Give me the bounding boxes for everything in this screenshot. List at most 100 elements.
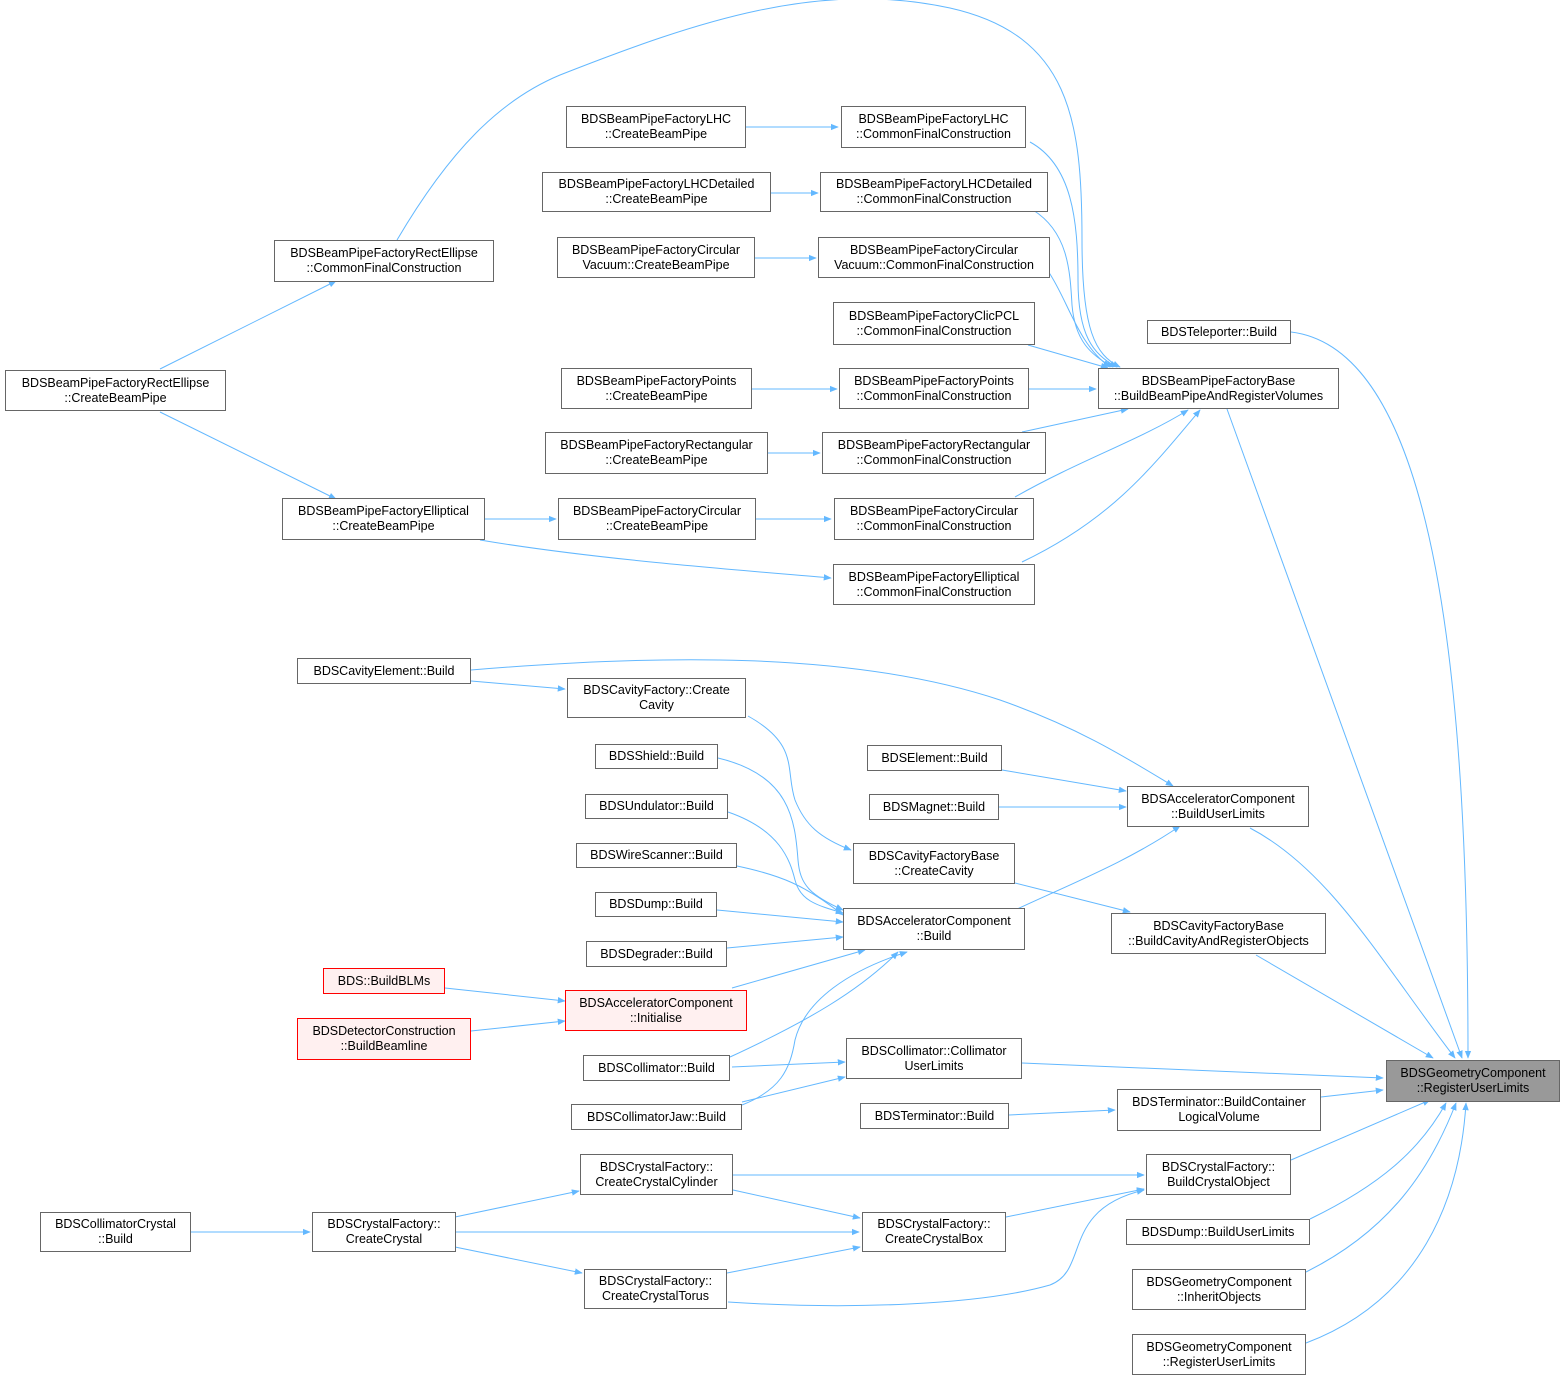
node-rectell-create[interactable]: BDSBeamPipeFactoryRectEllipse::CreateBea… [5,370,226,411]
node-label: ::CreateBeamPipe [604,127,708,141]
node-rect-create[interactable]: BDSBeamPipeFactoryRectangular::CreateBea… [545,432,768,474]
node-magnet[interactable]: BDSMagnet::Build [869,794,999,820]
node-rect-common[interactable]: BDSBeamPipeFactoryRectangular::CommonFin… [822,432,1046,474]
node-cf-crystal[interactable]: BDSCrystalFactory::CreateCrystal [312,1212,456,1252]
node-ell-create[interactable]: BDSBeamPipeFactoryElliptical::CreateBeam… [282,498,485,540]
node-label: BDSBeamPipeFactoryLHC [858,112,1009,126]
node-term-build[interactable]: BDSTerminator::Build [860,1103,1009,1129]
node-label: BDSTerminator::BuildContainer [1132,1095,1306,1109]
node-circ-create[interactable]: BDSBeamPipeFactoryCircular::CreateBeamPi… [558,498,756,540]
node-cavity-element[interactable]: BDSCavityElement::Build [297,658,471,684]
node-dump-build[interactable]: BDSDump::Build [595,892,717,917]
node-label: BDSBeamPipeFactoryLHCDetailed [558,177,755,191]
node-label: BDSBeamPipeFactoryPoints [854,373,1014,388]
node-bp-base[interactable]: BDSBeamPipeFactoryBase::BuildBeamPipeAnd… [1098,368,1339,409]
node-ell-common[interactable]: BDSBeamPipeFactoryElliptical::CommonFina… [833,564,1035,605]
node-label: BDSBeamPipeFactoryCircular [572,504,742,518]
edge-term-container-to-target [1320,1087,1384,1098]
node-degrader[interactable]: BDSDegrader::Build [586,941,727,967]
node-lhc-create[interactable]: BDSBeamPipeFactoryLHC::CreateBeamPipe [566,106,746,148]
node-label: ::CommonFinalConstruction [306,261,462,275]
node-label: BDSShield::Build [608,749,705,763]
node-cf-object[interactable]: BDSCrystalFactory::BuildCrystalObject [1146,1154,1291,1195]
node-acc-userlimits[interactable]: BDSAcceleratorComponent::BuildUserLimits [1127,786,1309,827]
node-buildblms[interactable]: BDS::BuildBLMs [323,968,445,994]
edge-colljaw-to-acc-build [741,951,908,1106]
node-coll-build[interactable]: BDSCollimator::Build [583,1055,730,1081]
node-label: CreateCrystalCylinder [595,1174,718,1189]
node-gc-inherit[interactable]: BDSGeometryComponent::InheritObjects [1132,1269,1306,1310]
node-label: BDSCollimatorCrystal [55,1217,176,1231]
node-label: BDSDegrader::Build [600,946,713,961]
node-points-create[interactable]: BDSBeamPipeFactoryPoints::CreateBeamPipe [561,368,752,409]
node-points-common[interactable]: BDSBeamPipeFactoryPoints::CommonFinalCon… [839,368,1029,409]
node-label: UserLimits [904,1058,964,1073]
node-label: BDSBeamPipeFactoryCircular [571,242,741,257]
node-label: BDSTerminator::Build [874,1108,995,1123]
edge-coll-userlimits-to-target [1021,1062,1384,1081]
node-element[interactable]: BDSElement::Build [867,745,1002,771]
edge-cavity-element-to-acc-userlimits [470,659,1174,787]
node-cavfb-create[interactable]: BDSCavityFactoryBase::CreateCavity [853,843,1015,884]
node-label: ::Build [916,929,952,943]
node-label: ::CommonFinalConstruction [856,323,1012,338]
node-label: Vacuum::CommonFinalConstruction [834,257,1034,272]
node-teleporter[interactable]: BDSTeleporter::Build [1147,320,1291,344]
edge-colljaw-to-coll-userlimits [741,1075,846,1103]
node-lhcd-common[interactable]: BDSBeamPipeFactoryLHCDetailed::CommonFin… [820,172,1048,212]
node-cf-cylinder[interactable]: BDSCrystalFactory::CreateCrystalCylinder [580,1154,733,1195]
node-label: ::BuildCavityAndRegisterObjects [1128,933,1309,948]
edge-cf-box-to-cf-object [1005,1187,1145,1218]
node-label: BDS::BuildBLMs [337,973,431,988]
node-acc-init[interactable]: BDSAcceleratorComponent::Initialise [565,990,747,1031]
node-label: BDSBeamPipeFactoryRectEllipse [21,375,210,390]
node-detector[interactable]: BDSDetectorConstruction::BuildBeamline [297,1018,471,1060]
node-cf-box[interactable]: BDSCrystalFactory::CreateCrystalBox [862,1212,1006,1252]
node-colljaw[interactable]: BDSCollimatorJaw::Build [571,1104,742,1130]
edge-cavfb-create-to-cavfb-register [1014,882,1131,914]
node-label: ::BuildBeamPipeAndRegisterVolumes [1113,388,1324,403]
node-wirescanner[interactable]: BDSWireScanner::Build [576,843,737,868]
node-label: BDSCrystalFactory:: [598,1274,713,1288]
edge-cavity-factory-to-cavfb-create [747,715,852,851]
node-undulator[interactable]: BDSUndulator::Build [585,794,728,819]
edge-cavity-element-to-cavity-factory [470,680,566,692]
node-label: BDSCavityElement::Build [313,663,455,678]
node-label: ::CommonFinalConstruction [856,453,1012,467]
node-label: ::CreateBeamPipe [605,192,708,206]
node-circ-common[interactable]: BDSBeamPipeFactoryCircular::CommonFinalC… [834,498,1034,540]
node-label: ::Build [98,1232,133,1246]
edge-lhc-common-to-bp-base [1029,141,1118,368]
node-label: ::CommonFinalConstruction [856,388,1012,403]
edge-gc-inherit-to-target [1305,1102,1457,1273]
node-label: ::CreateBeamPipe [605,388,708,403]
node-label: CreateCrystalTorus [602,1289,709,1303]
edge-cf-cylinder-to-cf-box [732,1189,861,1220]
node-label: ::BuildUserLimits [1171,806,1265,821]
edge-wirescanner-to-acc-build [736,865,844,916]
node-lhc-common[interactable]: BDSBeamPipeFactoryLHC::CommonFinalConstr… [841,106,1026,148]
node-shield[interactable]: BDSShield::Build [595,744,718,769]
node-cavfb-register[interactable]: BDSCavityFactoryBase::BuildCavityAndRegi… [1111,913,1326,954]
node-acc-build[interactable]: BDSAcceleratorComponent::Build [843,908,1025,950]
node-label: Vacuum::CreateBeamPipe [582,257,730,272]
node-label: ::CommonFinalConstruction [856,584,1012,599]
edge-circv-common-to-bp-base [1047,270,1111,368]
node-label: BDSCollimator::Collimator [861,1043,1007,1058]
node-lhcd-create[interactable]: BDSBeamPipeFactoryLHCDetailed::CreateBea… [542,172,771,212]
node-label: ::Initialise [629,1010,683,1025]
node-cf-torus[interactable]: BDSCrystalFactory::CreateCrystalTorus [584,1269,727,1309]
edge-teleporter-to-target [1290,331,1472,1059]
edge-degrader-to-acc-build [726,934,844,949]
node-dump-userlimits[interactable]: BDSDump::BuildUserLimits [1126,1219,1310,1245]
node-gc-register[interactable]: BDSGeometryComponent::RegisterUserLimits [1132,1334,1306,1375]
node-label: Cavity [639,698,674,712]
node-clic-common[interactable]: BDSBeamPipeFactoryClicPCL::CommonFinalCo… [833,302,1035,345]
node-coll-crystal[interactable]: BDSCollimatorCrystal::Build [40,1212,191,1252]
node-rectell-common[interactable]: BDSBeamPipeFactoryRectEllipse::CommonFin… [274,240,494,282]
